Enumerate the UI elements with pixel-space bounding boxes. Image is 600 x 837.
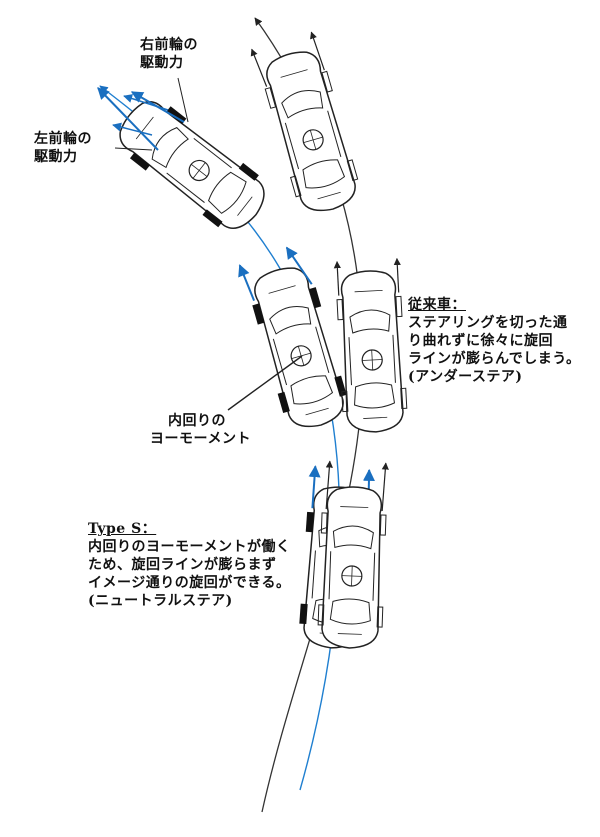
left-front-label: 左前輪の 駆動力 [34, 131, 92, 165]
conventional-title: 従来車： [408, 297, 466, 313]
conventional-car-middle [333, 257, 408, 435]
conventional-car-bottom [317, 460, 389, 650]
right-front-label: 右前輪の 駆動力 [140, 37, 198, 71]
type-s-car-top [111, 92, 274, 238]
left-front-leader [114, 147, 153, 151]
type-s-title: Type S： [88, 521, 157, 537]
yaw-leader [227, 355, 303, 411]
type-s-caption: Type S： 内回りのヨーモーメントが働く ため、旋回ラインが膨らまず イメー… [88, 521, 291, 609]
left-front-drive-arrow [97, 87, 159, 151]
type-s-car-middle [238, 246, 349, 434]
conventional-car-top [250, 31, 361, 218]
yaw-moment-label: 内回りの ヨーモーメント [150, 413, 251, 447]
conventional-caption: 従来車： ステアリングを切った通 り曲れずに徐々に旋回 ラインが膨らんでしまう。… [408, 297, 581, 385]
right-front-leader [177, 77, 189, 123]
